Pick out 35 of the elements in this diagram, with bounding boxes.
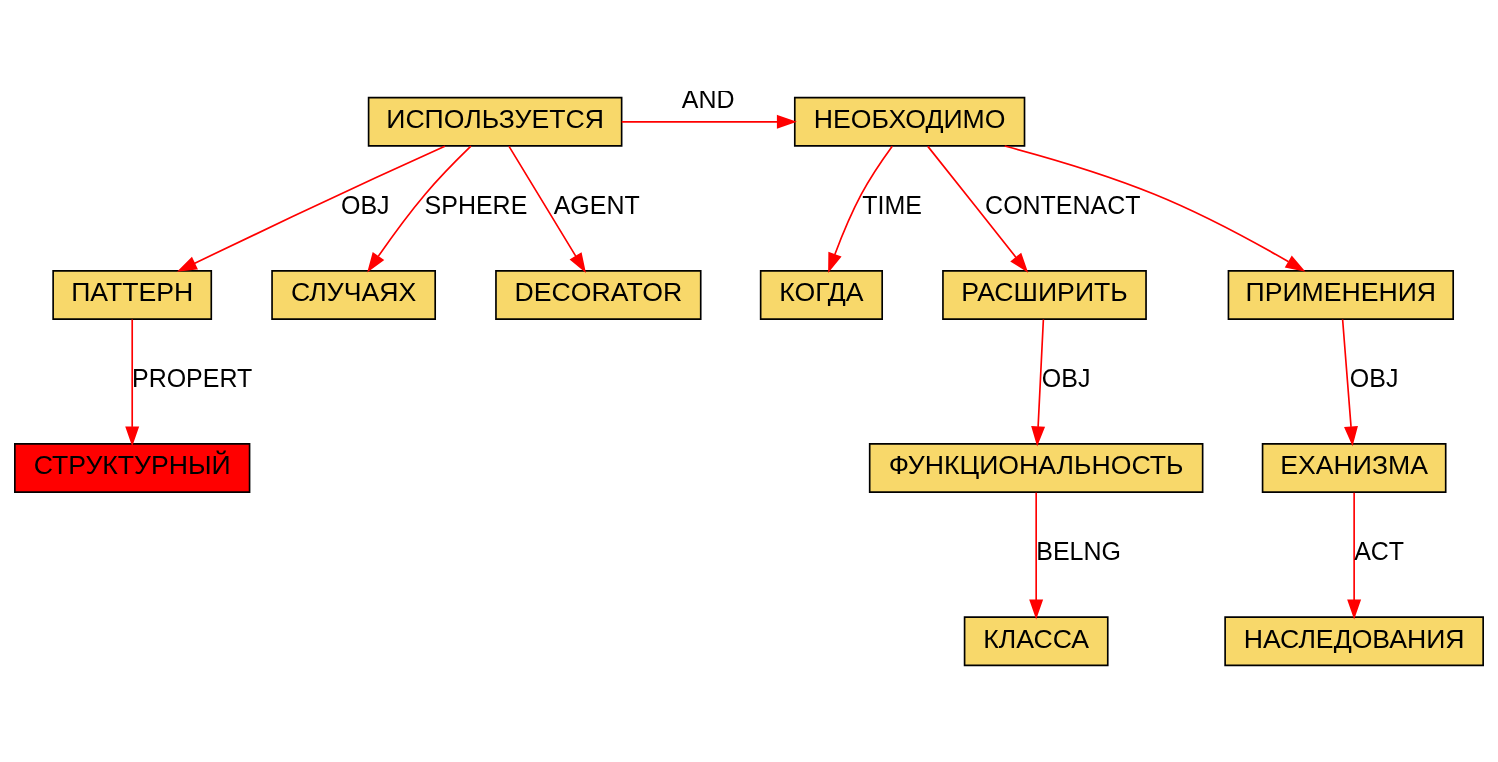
node-box: ПРИМЕНЕНИЯ — [1227, 269, 1454, 320]
edge-label: OBJ — [1349, 363, 1399, 392]
arrow — [1031, 318, 1046, 446]
arrow — [125, 318, 140, 446]
edge-label: TIME — [862, 190, 922, 219]
node-box: НАСЛЕДОВАНИЯ — [1224, 615, 1484, 666]
edge-label: PROPERT — [132, 363, 253, 392]
arrow — [1341, 318, 1358, 446]
arrow — [1347, 491, 1362, 619]
node-box: ИСПОЛЬЗУЕТСЯ — [367, 96, 623, 147]
node-box: СЛУЧАЯХ — [271, 269, 436, 320]
arrow — [1029, 491, 1044, 619]
arrow — [1003, 144, 1306, 272]
edge-label: AND — [681, 84, 735, 113]
node-box: КОГДА — [759, 269, 883, 320]
edge-label: OBJ — [1041, 363, 1091, 392]
arrow — [620, 114, 797, 129]
edge-label: SPHERE — [424, 190, 528, 219]
arrow — [176, 144, 446, 272]
arrow — [508, 145, 586, 273]
node-box: DECORATOR — [495, 269, 702, 320]
node-box: КЛАССА — [963, 615, 1109, 666]
node-box: РАСШИРИТЬ — [942, 269, 1147, 320]
node-box: ФУНКЦИОНАЛЬНОСТЬ — [868, 442, 1204, 493]
node-box: НЕОБХОДИМО — [793, 96, 1026, 147]
arrow — [828, 144, 894, 273]
node-box: ПАТТЕРН — [52, 269, 213, 320]
arrow — [367, 144, 472, 273]
arrow — [927, 145, 1029, 273]
edge-label: OBJ — [340, 190, 390, 219]
node-box: СТРУКТУРНЫЙ — [14, 442, 251, 493]
edge-label: AGENT — [553, 190, 640, 219]
edge-label: CONTENACT — [985, 190, 1141, 219]
edge-label: BELNG — [1036, 536, 1121, 565]
node-box: ЕХАНИЗМА — [1261, 442, 1447, 493]
